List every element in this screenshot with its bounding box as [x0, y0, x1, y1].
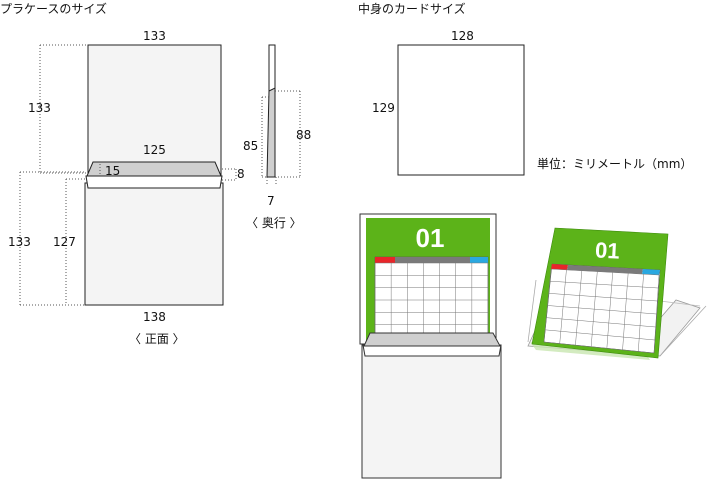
- case-lower-panel: [84, 182, 224, 306]
- case-upper-panel: [87, 44, 222, 176]
- front-calendar-grid: [374, 262, 489, 338]
- front-view-caption: 〈 正面 〉: [129, 332, 185, 346]
- grid-line: [547, 305, 657, 315]
- card-outline: [397, 44, 525, 176]
- angled-grid-bg: [543, 263, 661, 354]
- dim-guides-front: [19, 44, 237, 306]
- calendar-angled-illustration: 01: [527, 227, 707, 360]
- unit-note: 単位：ミリメートル（mm）: [537, 157, 693, 171]
- card-width: 128: [451, 29, 474, 43]
- dim-top-width: 133: [143, 29, 166, 43]
- case-section-title: プラケースのサイズ: [0, 2, 108, 16]
- dim-bottom-height-inner: 127: [53, 235, 76, 249]
- case-front-view: [19, 44, 237, 306]
- dim-depth-7: 7: [267, 194, 275, 208]
- dim-depth-88: 88: [296, 128, 312, 142]
- angled-month-number: 01: [595, 237, 621, 263]
- grid-line: [543, 341, 655, 354]
- dim-bottom-width: 138: [143, 310, 166, 324]
- case-depth-view: [261, 44, 301, 186]
- depth-lower: [266, 87, 276, 178]
- dim-top-height: 133: [28, 101, 51, 115]
- dim-bottom-height-outer: 133: [8, 235, 31, 249]
- calendar-front-illustration: 01: [359, 213, 502, 479]
- angled-calendar-grid: [543, 268, 660, 354]
- front-case-stand-base: [362, 344, 502, 357]
- grid-line: [548, 293, 658, 302]
- dim-stand-15: 15: [105, 164, 121, 178]
- dim-stand-8: 8: [237, 167, 245, 181]
- calendar-grid-bg: [374, 256, 489, 338]
- dim-depth-85: 85: [243, 139, 259, 153]
- front-case-lower: [361, 344, 502, 479]
- front-month-number: 01: [416, 223, 445, 253]
- depth-upper: [268, 44, 276, 92]
- grid-line: [546, 317, 656, 328]
- card-section-title: 中身のカードサイズ: [358, 2, 466, 16]
- dim-guides-depth: [261, 90, 301, 186]
- case-stand: [86, 161, 222, 177]
- grid-line: [550, 268, 660, 276]
- front-case-stand: [363, 332, 501, 347]
- card-height: 129: [372, 101, 395, 115]
- dim-base-width-top: 125: [143, 143, 166, 157]
- grid-line: [545, 329, 655, 341]
- depth-view-caption: 〈 奥行 〉: [246, 216, 302, 230]
- grid-line: [549, 280, 659, 289]
